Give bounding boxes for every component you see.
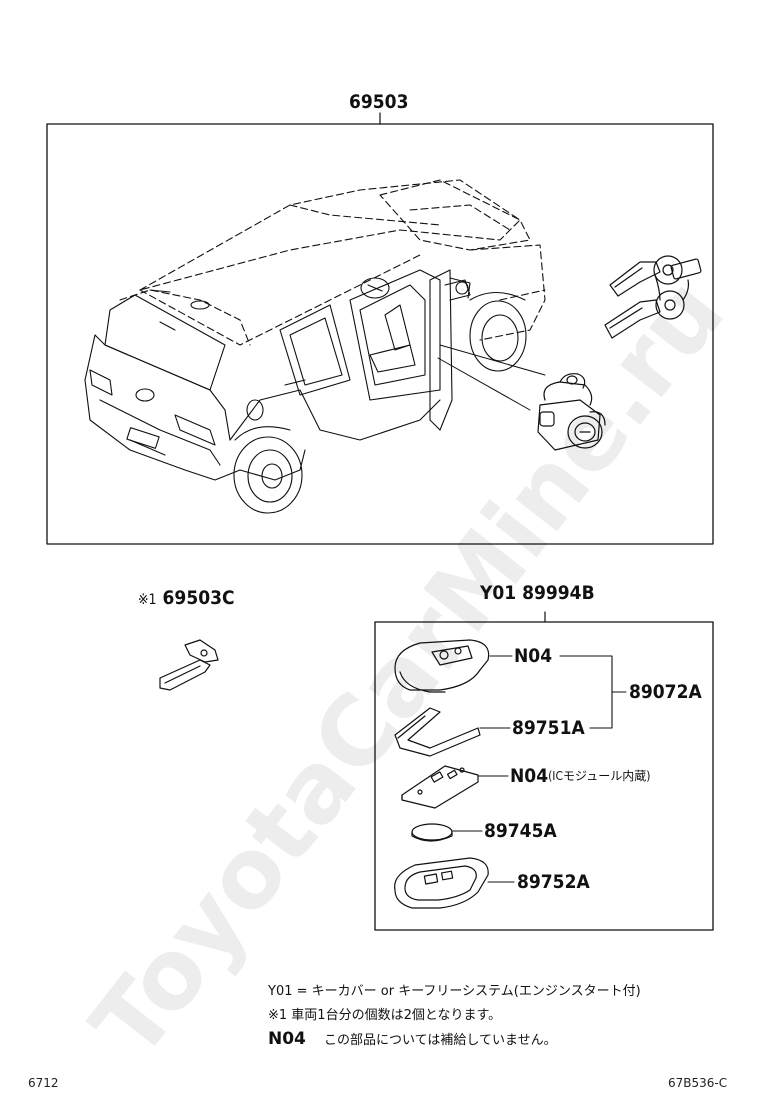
label-69503c: ※1 69503C — [138, 588, 235, 610]
note-n04: N04 この部品については補給していません。 — [268, 1031, 557, 1049]
lock-leader-1 — [439, 344, 546, 376]
label-69503c-number: 69503C — [162, 587, 235, 609]
smart-key-frame — [374, 621, 714, 931]
label-89751a: 89751A — [512, 717, 585, 739]
note-y01: Y01 = キーカバー or キーフリーシステム(エンジンスタート付) — [268, 984, 641, 999]
car-body — [84, 269, 527, 514]
battery-drawing — [411, 823, 453, 842]
car-drawing — [119, 179, 546, 346]
label-69503: 69503 — [349, 91, 409, 113]
door-lock-cylinder — [537, 373, 606, 451]
footer-left-code: 6712 — [28, 1076, 59, 1090]
note-mark1: ※1 車両1台分の個数は2個となります。 — [268, 1008, 502, 1023]
label-n04-module: N04(ICモジュール内蔵) — [510, 766, 650, 788]
note-n04-key: N04 — [268, 1029, 306, 1049]
gasket-drawing — [394, 707, 481, 757]
label-89072a: 89072A — [629, 681, 702, 703]
label-n04-module-code: N04 — [510, 765, 549, 787]
ic-module-drawing — [401, 765, 479, 809]
label-n04-module-remark: (ICモジュール内蔵) — [548, 769, 651, 783]
key-case-drawing — [394, 857, 489, 909]
emergency-key-blade — [159, 639, 219, 691]
footer-right-code: 67B536-C — [668, 1076, 728, 1090]
lock-leader-2 — [437, 357, 531, 411]
assembly-frame — [46, 123, 714, 545]
label-y01-89994b: Y01 89994B — [480, 582, 595, 604]
mechanical-keys — [604, 255, 702, 339]
label-n04-cover: N04 — [514, 645, 553, 667]
label-89752a: 89752A — [517, 871, 590, 893]
label-89745a: 89745A — [484, 820, 557, 842]
key-cover-drawing — [394, 639, 490, 693]
note-n04-text: この部品については補給していません。 — [324, 1033, 557, 1048]
mark-1: ※1 — [138, 592, 157, 608]
